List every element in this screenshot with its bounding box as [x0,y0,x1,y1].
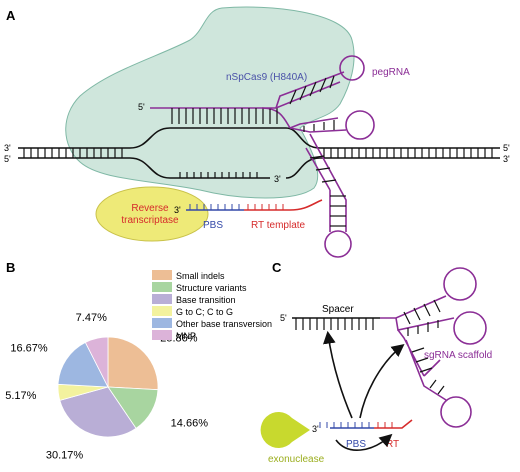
panel-b-letter: B [6,260,15,275]
pie-slice-5 [84,336,109,388]
scaffold-rungs [403,299,445,395]
panel-c: C 5' Spacer sgRNA scaffold 3' PBS RT ex [260,260,492,465]
spacer-ticks [295,318,374,330]
pegrna-loop-1 [339,55,365,81]
pegrna-label: pegRNA [372,67,410,78]
cas9-protein-shape [65,6,355,199]
c-pbs-ticks [319,422,393,428]
scaffold-rung [403,311,411,325]
legend-label: Other base transversion [176,319,272,329]
arrow-to-spacer [323,330,353,419]
hairpin-rung [309,81,317,97]
scaffold-loop-1 [443,267,477,301]
panel-c-letter: C [272,260,282,275]
dna-end-label: 3' [503,154,510,164]
hairpin-rung [329,75,335,89]
pie-value-label: 7.47% [76,312,107,324]
rt-template-strand [244,199,323,211]
reverse-transcriptase-label: Reverse [131,203,169,214]
panel-a: A nSpCas9 (H840A) 3' 5' 5' 3' 3' 5' pegR… [4,6,510,258]
exonuclease-label: exonuclease [268,454,325,465]
scaffold-loop-2 [453,311,487,345]
cas9-label: nSpCas9 (H840A) [226,72,307,83]
legend-swatch [152,282,172,292]
arrow-to-rt [335,433,393,451]
dna-bottom-strand [18,157,500,179]
spacer-5prime-label: 5' [280,313,287,323]
legend-swatch [152,318,172,328]
arrow-to-scaffold [359,344,405,419]
scaffold-rung [423,303,431,317]
sgrna-scaffold-label: sgRNA scaffold [424,350,492,361]
pie-value-label: 5.17% [5,390,36,402]
hairpin-rung [299,85,307,101]
pbs-label: PBS [203,220,223,231]
scaffold-loop-3 [440,396,472,428]
pbs-ticks [189,204,284,210]
pegrna-loop-3 [324,230,352,258]
pie-value-label: 16.67% [10,343,48,355]
legend-swatch [152,270,172,280]
scaffold-rung [411,347,425,353]
c-rt-strand [374,419,413,429]
legend-label: Small indels [176,271,225,281]
dna-end-label: 5' [4,154,11,164]
pie-slice-4 [57,341,109,388]
hairpin-rung [289,89,297,105]
c-rt-label: RT [386,439,399,450]
pie-slice-0 [107,336,159,391]
pie-chart [57,336,159,438]
legend-label: G to C; C to G [176,307,233,317]
scaffold-rung [419,367,433,373]
nick-end-label: 3' [274,174,281,184]
c-3prime-label: 3' [312,424,319,434]
hairpin-rung [321,179,337,183]
reverse-transcriptase-label: transcriptase [121,215,179,226]
dna-end-label: 3' [4,143,11,153]
hairpin-rung [315,167,331,171]
exonuclease-shape [260,412,310,449]
pegrna-scaffold [262,71,347,232]
pie-value-label: 30.17% [46,450,84,462]
legend-swatch [152,330,172,340]
hairpin-rung [309,155,325,159]
hairpin-rungs [289,75,346,227]
hairpin-rung [319,77,327,93]
pegrna-5prime-label: 5' [138,102,145,112]
scaffold-rung [413,307,421,321]
panel-b: B 25.86%14.66%30.17%5.17%16.67%7.47% Sma… [5,260,272,462]
dna-end-label: 5' [503,143,510,153]
scaffold-rung [415,357,429,363]
dna-top-strand [18,127,500,149]
sgrna-scaffold [380,295,455,401]
pie-value-label: 14.66% [171,417,209,429]
dna-base-pair-ticks [23,148,493,178]
legend-swatch [152,306,172,316]
scaffold-rung [429,379,437,389]
legend-label: Base transition [176,295,236,305]
rt-template-label: RT template [251,220,306,231]
pie-slice-2 [59,386,137,438]
scaffold-rung [437,385,445,395]
legend-label: MNP [176,331,196,341]
spacer-pairing-ticks [171,108,278,124]
reverse-transcriptase-shape [95,186,209,242]
panel-a-letter: A [6,8,16,23]
spacer-label: Spacer [322,304,354,315]
scaffold-rung [433,299,441,313]
legend-label: Structure variants [176,283,247,293]
pbs-3prime-label: 3' [174,205,181,215]
legend-swatch [152,294,172,304]
c-pbs-label: PBS [346,439,366,450]
pegrna-loop-2 [345,110,375,140]
